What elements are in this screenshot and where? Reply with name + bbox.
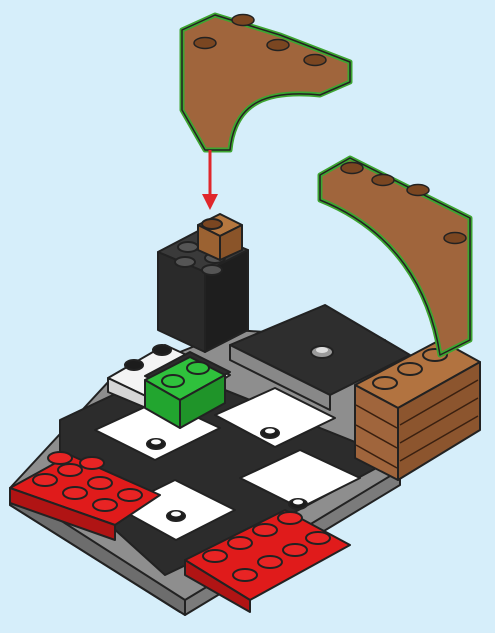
placement-arrow [202, 150, 218, 210]
arch-new [182, 15, 350, 151]
black-tower [158, 214, 248, 352]
